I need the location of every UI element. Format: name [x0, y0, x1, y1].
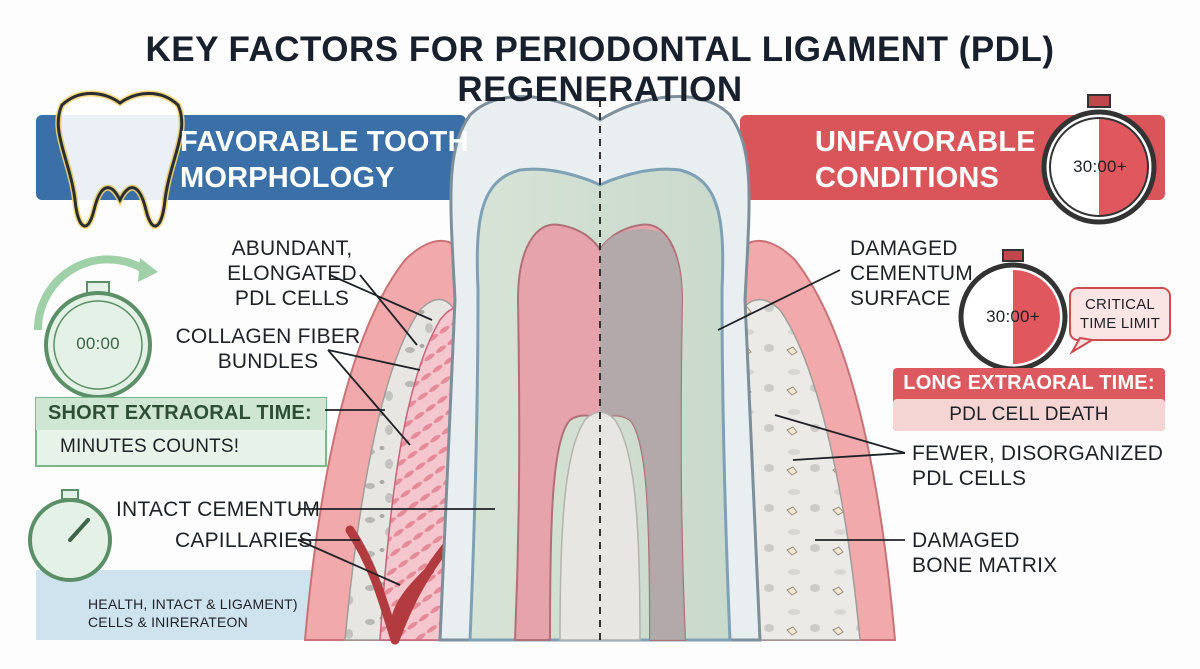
label-pdl-cells-line3: PDL CELLS [234, 287, 350, 310]
long-time-heading: LONG EXTRAORAL TIME: [903, 372, 1155, 394]
label-pdl-cells-line2: ELONGATED [227, 262, 357, 285]
health-box-line2: CELLS & INIRERATEON [88, 614, 248, 630]
short-time-heading: SHORT EXTRAORAL TIME: [48, 402, 312, 424]
label-pdl-cells-line1: ABUNDANT, [231, 237, 353, 260]
critical-time-text: CRITICAL TIME LIMIT [1072, 295, 1168, 333]
label-damaged-bone-line1: DAMAGED [912, 529, 1020, 552]
label-intact-cementum: INTACT CEMENTUM [116, 498, 321, 521]
long-time-sub: PDL CELL DEATH [949, 404, 1109, 425]
health-box-line1: HEALTH, INTACT & LIGAMENT) [88, 596, 298, 612]
stopwatch-icon-medium [958, 249, 1068, 372]
left-leader-lines [297, 274, 495, 586]
left-banner-title: FAVORABLE TOOTH MORPHOLOGY [180, 124, 469, 196]
label-pdl-cells: ABUNDANT, ELONGATED PDL CELLS [222, 236, 362, 311]
label-fewer-cells-line2: PDL CELLS [912, 467, 1027, 490]
right-banner-title: UNFAVORABLE CONDITIONS [815, 124, 1036, 196]
long-time-box-lower [893, 399, 1165, 431]
left-banner-line1: FAVORABLE TOOTH [180, 126, 469, 158]
short-time-box-header [36, 398, 326, 430]
label-damaged-cementum-line2: CEMENTUM [850, 262, 973, 285]
medium-clock-reading: 30:00+ [986, 307, 1040, 326]
label-collagen: COLLAGEN FIBER BUNDLES [168, 324, 368, 374]
label-damaged-cementum: DAMAGED CEMENTUM SURFACE [850, 236, 973, 311]
health-box-text: HEALTH, INTACT & LIGAMENT) CELLS & INIRE… [88, 595, 348, 631]
label-damaged-bone: DAMAGED BONE MATRIX [912, 528, 1057, 578]
green-clock-reading: 00:00 [76, 334, 120, 353]
page-title: KEY FACTORS FOR PERIODONTAL LIGAMENT (PD… [145, 30, 1055, 109]
stopwatch-icon-green [33, 255, 158, 399]
label-damaged-bone-line2: BONE MATRIX [912, 554, 1058, 577]
critical-bubble [1069, 287, 1171, 355]
label-damaged-cementum-line1: DAMAGED [850, 237, 958, 260]
stopwatch-icon-large [1041, 94, 1157, 225]
label-collagen-line1: COLLAGEN FIBER [175, 325, 361, 348]
label-capillaries: CAPILLARIES [175, 529, 313, 552]
right-banner-line2: CONDITIONS [815, 162, 1000, 194]
label-damaged-cementum-line3: SURFACE [850, 287, 951, 310]
right-banner-line1: UNFAVORABLE [815, 126, 1036, 158]
critical-line1: CRITICAL [1085, 296, 1155, 313]
right-leader-lines [717, 269, 906, 541]
critical-line2: TIME LIMIT [1079, 315, 1161, 332]
label-fewer-cells: FEWER, DISORGANIZED PDL CELLS [912, 441, 1163, 491]
stopwatch-icon-small [28, 489, 112, 582]
label-fewer-cells-line1: FEWER, DISORGANIZED [912, 442, 1164, 465]
tooth-pulp-right-damaged [600, 229, 685, 641]
left-banner-line2: MORPHOLOGY [180, 162, 395, 194]
label-collagen-line2: BUNDLES [217, 350, 319, 373]
large-clock-reading: 30:00+ [1073, 157, 1127, 176]
short-time-sub: MINUTES COUNTS! [60, 436, 240, 457]
tooth-glow-icon [55, 90, 185, 229]
